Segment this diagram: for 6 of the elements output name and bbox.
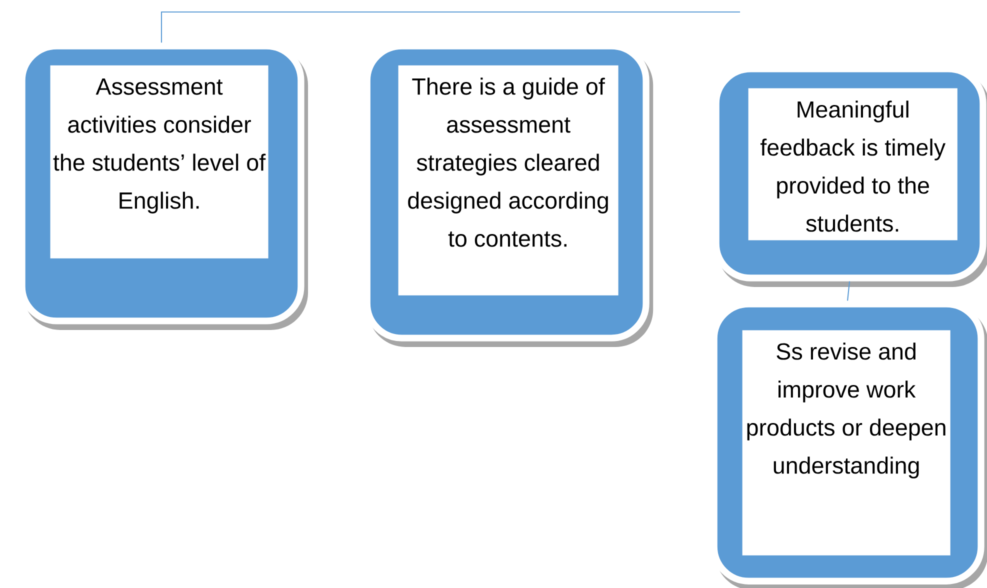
rounded-box: There is a guide of assessment strategies cleared designed according to contents.: [364, 42, 654, 347]
rounded-box: Meaningful feedback is timely provided to the students.: [712, 66, 987, 287]
connector-line: [847, 281, 850, 301]
rounded-box: Ss revise and improve work products or deepen understanding: [710, 300, 987, 588]
rounded-box: Assessment activities consider the students’ level of English.: [18, 42, 308, 330]
connector-line: [160, 11, 740, 43]
